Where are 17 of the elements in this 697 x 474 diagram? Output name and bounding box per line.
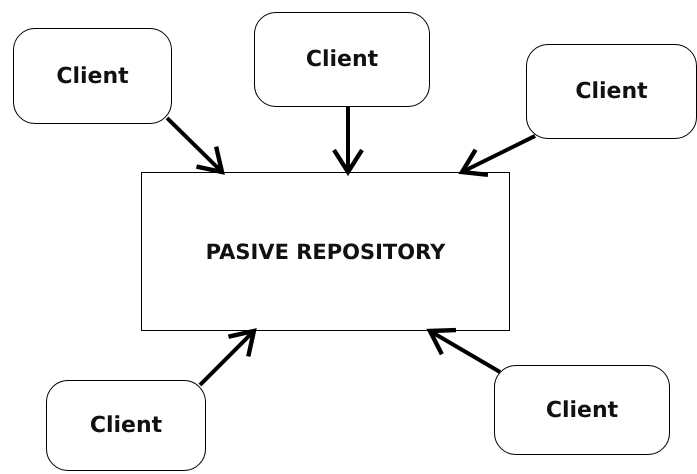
arrow (460, 134, 536, 178)
node-label: Client (546, 398, 618, 422)
node-label: Client (56, 64, 129, 88)
client-box (46, 380, 206, 471)
arrow (332, 107, 364, 174)
client-box (254, 12, 430, 107)
repository-box (141, 172, 510, 331)
arrow (428, 328, 501, 374)
client-box (526, 44, 697, 139)
node-label: Client (575, 79, 648, 104)
client-box (13, 28, 172, 124)
arrow (166, 116, 224, 174)
node-label: PASIVE REPOSITORY (206, 240, 446, 264)
client-box (494, 365, 670, 455)
node-label: Client (306, 47, 378, 72)
node-label: Client (90, 413, 162, 438)
arrow (198, 328, 256, 386)
